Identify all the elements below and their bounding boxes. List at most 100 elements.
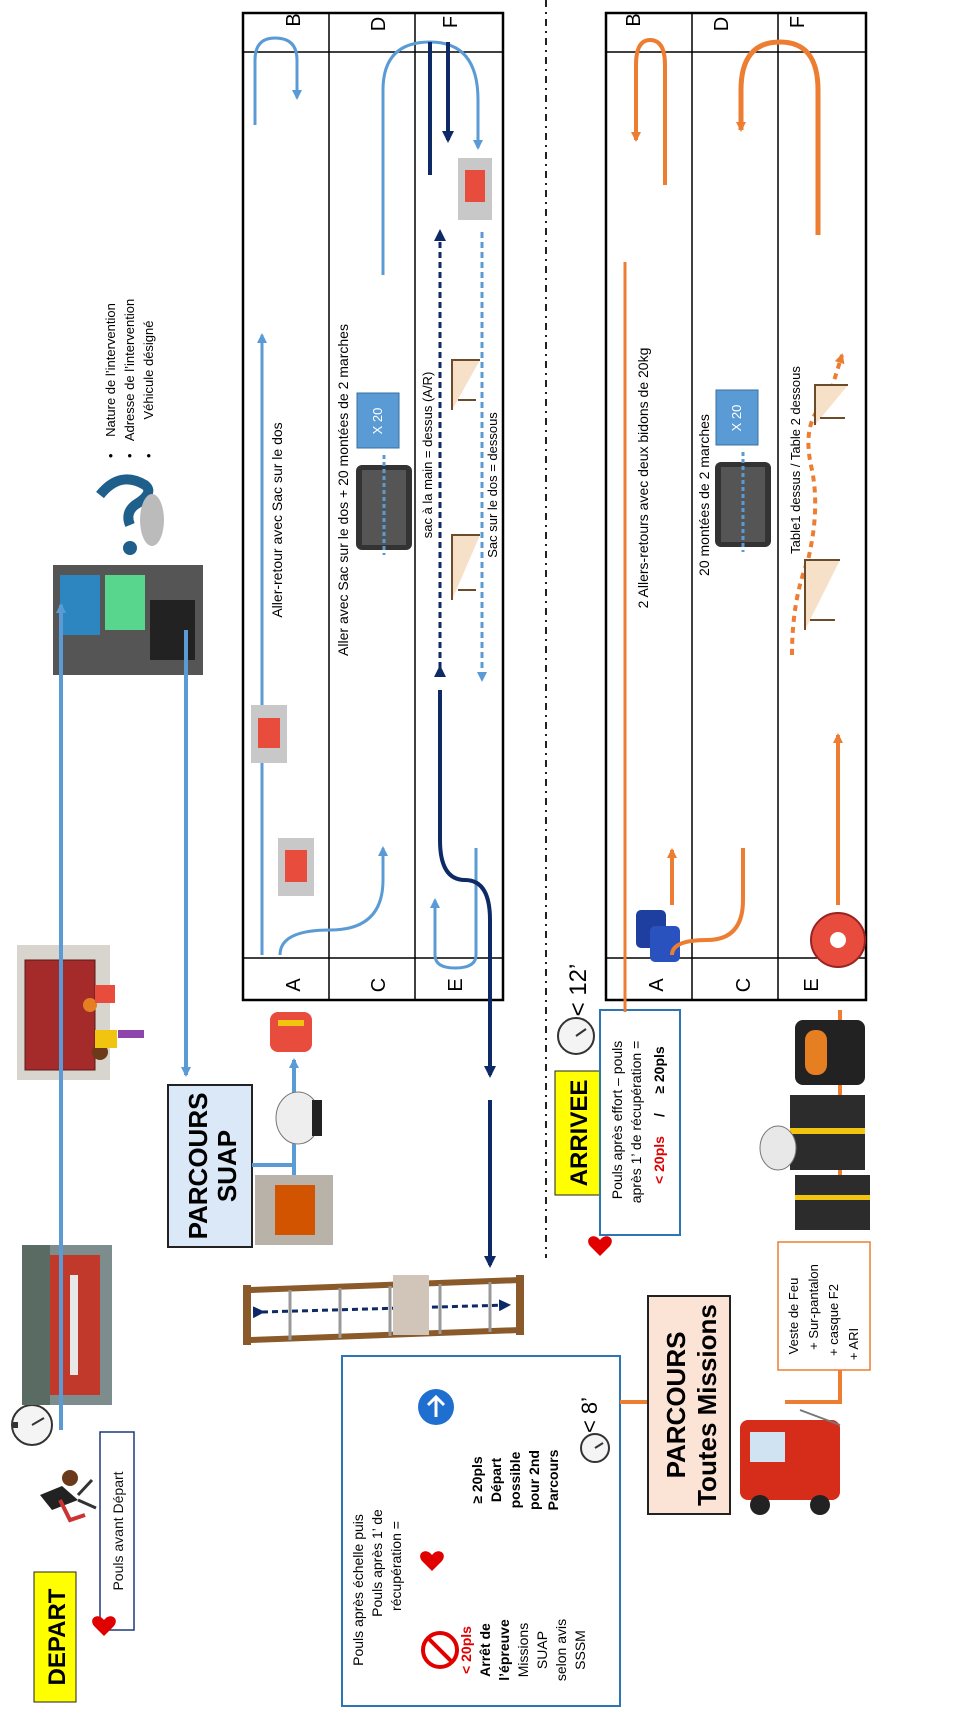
- svg-text:< 20pls: < 20pls: [458, 1626, 474, 1674]
- dispatch-desk-photo: [53, 565, 203, 675]
- runner-figure-image: [40, 1470, 97, 1523]
- suap-step-platform-image: [356, 455, 412, 555]
- svg-text:F: F: [440, 16, 462, 28]
- svg-text:+ casque F2: + casque F2: [826, 1284, 841, 1356]
- svg-text:A: A: [646, 978, 668, 992]
- svg-text:B: B: [283, 13, 305, 26]
- all-missions-step-platform-image: [715, 452, 771, 552]
- breathing-apparatus-image: [795, 1020, 865, 1085]
- suap-lane2-uturn: [278, 846, 388, 956]
- svg-text:•: •: [141, 453, 156, 458]
- stopwatch-icon-ladder: [580, 1433, 610, 1463]
- fire-trousers-image: [795, 1175, 870, 1230]
- finish-pulse-box: Pouls après effort – pouls après 1’ de r…: [599, 1009, 681, 1236]
- suap-course-grid: [241, 11, 505, 1002]
- heart-rate-icon-ladder: [420, 1551, 444, 1571]
- svg-text:Arrêt de: Arrêt de: [477, 1623, 493, 1677]
- svg-text:PARCOURS: PARCOURS: [661, 1332, 691, 1479]
- svg-text:DEPART: DEPART: [44, 1588, 71, 1685]
- hose-reel-image: [810, 912, 866, 968]
- svg-text:+ Sur-pantalon: + Sur-pantalon: [806, 1264, 821, 1350]
- all-missions-lane3-text: Table1 dessus / Table 2 dessous: [788, 366, 803, 554]
- svg-text:B: B: [623, 13, 645, 26]
- arrivee-label: ARRIVEE: [554, 1070, 602, 1196]
- svg-text:D: D: [368, 17, 390, 31]
- svg-text:+ ARI: + ARI: [846, 1328, 861, 1360]
- svg-text:≥ 20pls: ≥ 20pls: [469, 1456, 485, 1504]
- svg-text:E: E: [445, 978, 467, 991]
- suap-lane1-text: Aller-retour avec Sac sur le dos: [269, 422, 285, 617]
- heart-rate-icon: [92, 1616, 116, 1636]
- svg-text:selon avis: selon avis: [553, 1619, 569, 1681]
- svg-text:récupération =: récupération =: [388, 1521, 404, 1611]
- suap-lane1-firefighter-photo: [251, 705, 287, 763]
- pulse-before-start-box: Pouls avant Départ: [99, 1431, 135, 1631]
- fire-helmet-image: [759, 1125, 797, 1171]
- heart-rate-icon-finish: [588, 1236, 612, 1256]
- svg-text:Nature de l’intervention: Nature de l’intervention: [103, 303, 118, 437]
- svg-text:< 20pls: < 20pls: [651, 1136, 667, 1184]
- ladder-result-box: Pouls après échelle puis Pouls après 1’ …: [341, 1355, 621, 1707]
- suap-title-box: PARCOURS SUAP: [167, 1084, 253, 1248]
- svg-text:Veste de Feu: Veste de Feu: [786, 1278, 801, 1355]
- svg-text:/: /: [651, 1113, 667, 1117]
- suap-lane2-firefighter-photo: [278, 838, 314, 896]
- svg-text:pour 2nd: pour 2nd: [526, 1450, 542, 1510]
- suap-x20-badge: X 20: [356, 392, 400, 449]
- equipment-list-box: Veste de Feu + Sur-pantalon + casque F2 …: [777, 1241, 871, 1371]
- svg-text:l’épreuve: l’épreuve: [496, 1619, 512, 1681]
- svg-text:Missions: Missions: [515, 1623, 531, 1677]
- fire-truck-image: [740, 1409, 841, 1515]
- stopwatch-icon: [11, 1404, 53, 1446]
- svg-text:C: C: [733, 978, 755, 992]
- svg-text:SUAP: SUAP: [534, 1631, 550, 1669]
- svg-text:Pouls après échelle puis: Pouls après échelle puis: [350, 1514, 366, 1666]
- all-missions-title-box: PARCOURS Toutes Missions: [647, 1295, 731, 1515]
- svg-text:PARCOURS: PARCOURS: [183, 1093, 213, 1240]
- suap-lane3-firefighter-photo: [458, 158, 492, 220]
- svg-text:Pouls avant Départ: Pouls avant Départ: [110, 1471, 126, 1590]
- stopwatch-icon-finish: [557, 1017, 595, 1055]
- suap-table-2-image: [451, 359, 480, 410]
- all-missions-course-grid: [604, 11, 868, 1002]
- ladder-image: [243, 1275, 524, 1345]
- fire-jacket-image: [790, 1095, 865, 1170]
- suap-to-ladder-arrow: [438, 690, 496, 1078]
- helmet-image: [275, 1091, 322, 1145]
- svg-text:•: •: [122, 453, 137, 458]
- suap-lane1-uturn: [253, 36, 302, 125]
- suap-table-1-image: [451, 534, 480, 600]
- svg-text:SUAP: SUAP: [212, 1130, 242, 1202]
- suap-lane3-text-back: Sac sur le dos = dessous: [485, 412, 500, 558]
- svg-text:F: F: [787, 16, 809, 28]
- finish-time-limit: < 12’: [565, 964, 592, 1017]
- all-missions-lane1-text: 2 Allers-retours avec deux bidons de 20k…: [635, 348, 651, 609]
- svg-text:D: D: [711, 17, 733, 31]
- no-entry-icon: [421, 1631, 459, 1669]
- svg-text:après 1’ de récupération =: après 1’ de récupération =: [628, 1041, 644, 1204]
- all-missions-x20-badge: X 20: [715, 389, 759, 446]
- missions-to-equipment-connector: [785, 1370, 842, 1404]
- svg-text:Pouls après effort – pouls: Pouls après effort – pouls: [609, 1041, 625, 1200]
- svg-text:SSSM: SSSM: [572, 1630, 588, 1670]
- svg-text:possible: possible: [507, 1451, 523, 1508]
- svg-text:Pouls après 1’ de: Pouls après 1’ de: [369, 1509, 385, 1617]
- firefighters-changing-image: [83, 985, 144, 1060]
- svg-text:C: C: [368, 978, 390, 992]
- suap-lane2-text: Aller avec Sac sur le dos + 20 montées d…: [335, 324, 351, 656]
- svg-text:Adresse de l’intervention: Adresse de l’intervention: [122, 299, 137, 441]
- all-missions-lane-letters: A B C D E F: [623, 13, 823, 992]
- svg-text:Toutes Missions: Toutes Missions: [692, 1304, 722, 1506]
- fire-station-photo: [22, 1245, 112, 1405]
- briefing-question-icon: [96, 474, 164, 555]
- all-missions-lane2-text: 20 montées de 2 marches: [696, 414, 712, 576]
- all-missions-lane2-uturn: [670, 848, 745, 956]
- all-missions-lane1-uturn: [631, 37, 667, 185]
- svg-text:≥ 20pls: ≥ 20pls: [651, 1046, 667, 1094]
- all-missions-table-1-image: [804, 559, 840, 630]
- all-missions-lane2-return-arrow: [736, 39, 821, 235]
- svg-text:X 20: X 20: [370, 408, 385, 435]
- svg-text:A: A: [283, 978, 305, 992]
- svg-text:X 20: X 20: [729, 405, 744, 432]
